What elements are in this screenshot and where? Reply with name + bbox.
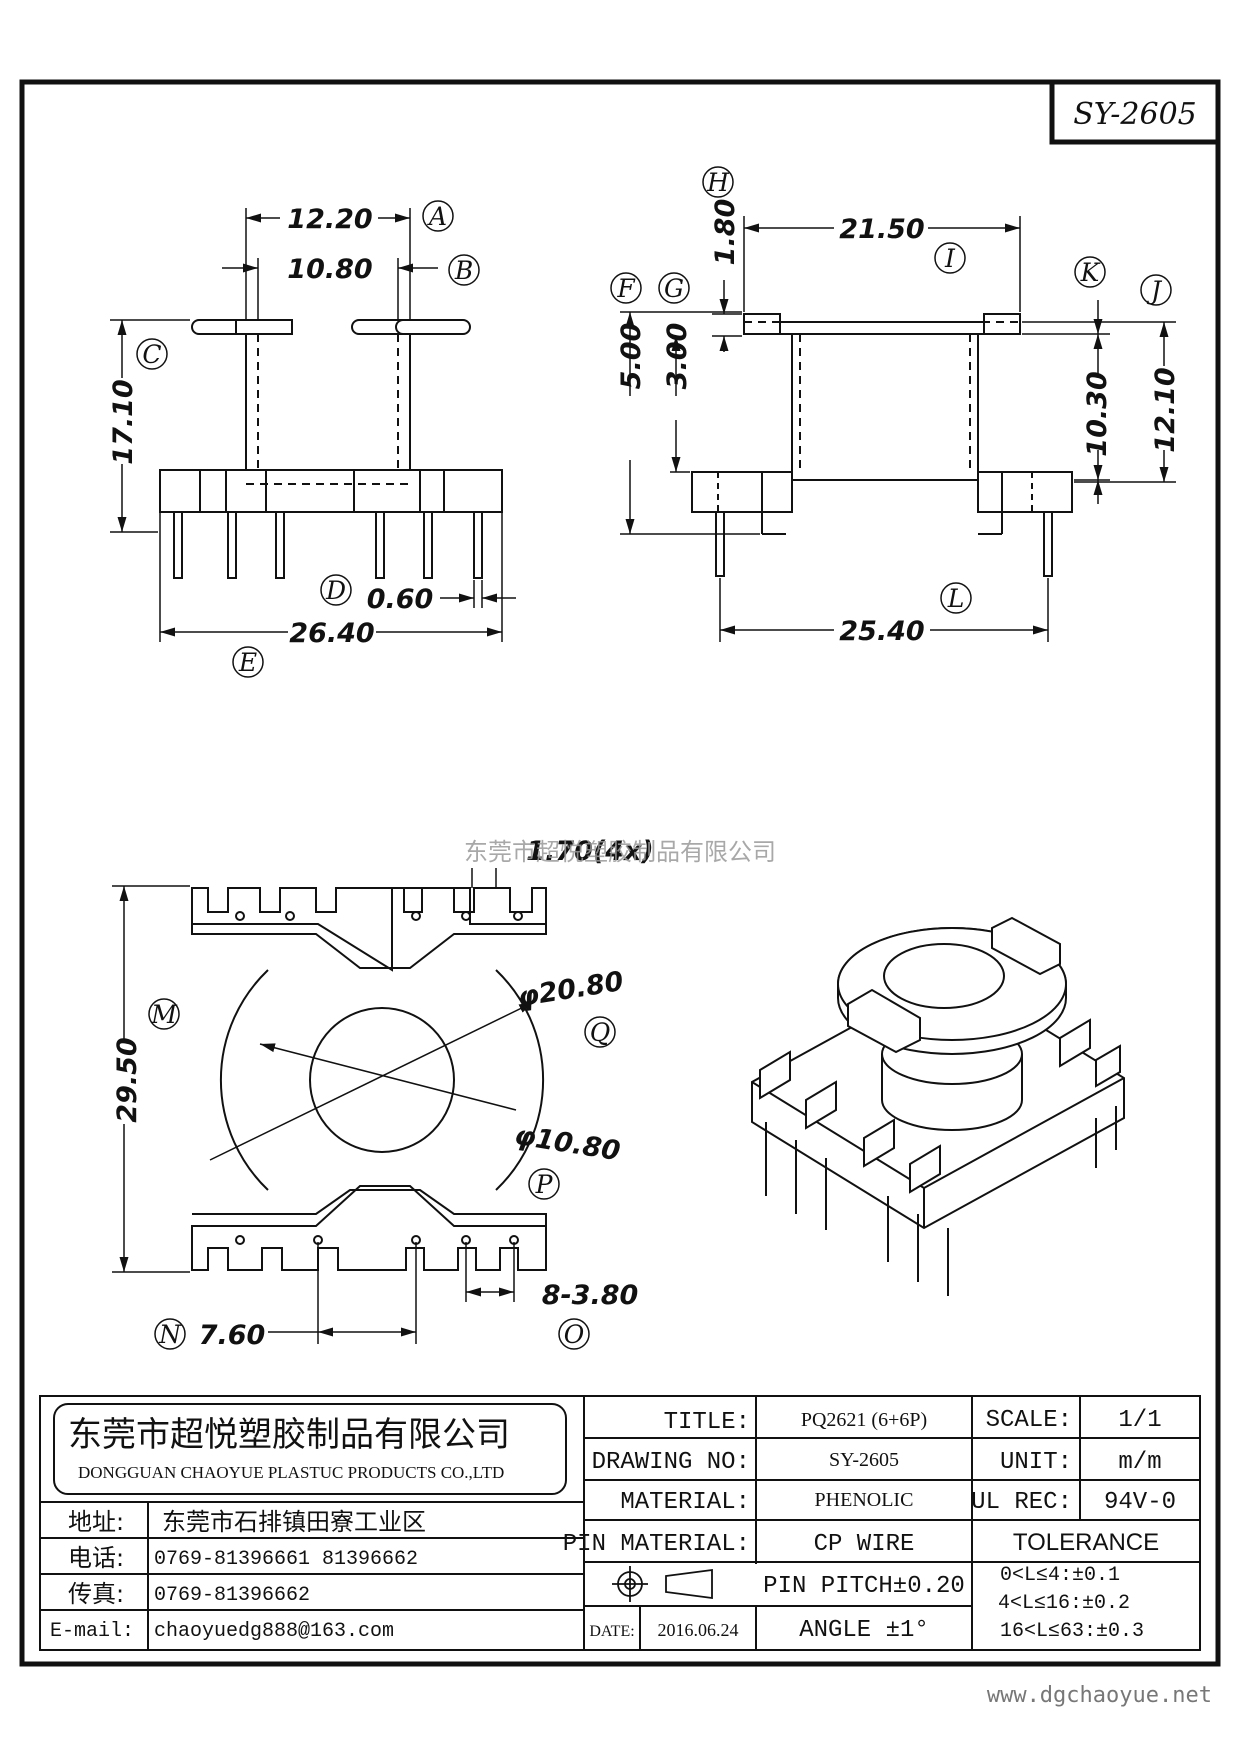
- front-view: [159, 319, 503, 579]
- front-view-labels: 12.20 10.80 17.10 0.60 26.40 A B C D E: [108, 200, 480, 678]
- pin-pitch: PIN PITCH±0.20: [763, 1573, 965, 1600]
- dim-i: 21.50: [839, 214, 924, 245]
- dim-f: 5.00: [616, 323, 647, 390]
- address-label: 地址:: [68, 1508, 124, 1536]
- dim-k: 10.30: [1082, 371, 1113, 456]
- fax-label: 传真:: [68, 1580, 124, 1608]
- date-label: DATE:: [589, 1623, 634, 1640]
- drawing-no-label: DRAWING NO:: [592, 1449, 750, 1476]
- drawing-no-value: SY-2605: [829, 1449, 899, 1471]
- drawing-id-box: SY-2605: [1049, 79, 1221, 145]
- label-l: L: [947, 584, 965, 613]
- dim-g: 3.00: [662, 323, 693, 390]
- company-info: 东莞市超悦塑胶制品有限公司 DONGGUAN CHAOYUE PLASTUC P…: [50, 1415, 510, 1643]
- pin-material-label: PIN MATERIAL:: [563, 1531, 750, 1558]
- side-view-dimensions: [620, 216, 1176, 642]
- tel-label: 电话:: [68, 1544, 124, 1572]
- dim-q: φ20.80: [516, 966, 626, 1013]
- label-c: C: [142, 340, 161, 369]
- company-name-cn: 东莞市超悦塑胶制品有限公司: [68, 1415, 510, 1455]
- label-p: P: [535, 1170, 554, 1199]
- top-view-labels: 1.70(4x) 29.50 φ20.80 φ10.80 8-3.80 7.60…: [112, 836, 654, 1351]
- dim-n: 7.60: [199, 1320, 266, 1351]
- dim-p: φ10.80: [512, 1120, 622, 1167]
- isometric-view: [751, 916, 1125, 1296]
- email-label: E-mail:: [50, 1620, 134, 1643]
- title-block-fields: TITLE: PQ2621 (6+6P) DRAWING NO: SY-2605…: [563, 1407, 1176, 1644]
- label-j: J: [1146, 276, 1163, 305]
- label-d: D: [325, 576, 346, 605]
- label-o: O: [564, 1320, 585, 1349]
- dim-a: 12.20: [287, 204, 372, 235]
- label-b: B: [454, 256, 473, 285]
- email-value: chaoyuedg888@163.com: [154, 1620, 394, 1643]
- top-view-dimensions: [112, 868, 535, 1344]
- dim-l: 25.40: [839, 616, 924, 647]
- label-e: E: [238, 648, 257, 677]
- website-link[interactable]: www.dgchaoyue.net: [987, 1683, 1212, 1708]
- scale-label: SCALE:: [986, 1407, 1072, 1434]
- unit-label: UNIT:: [1000, 1449, 1072, 1476]
- dim-o: 8-3.80: [542, 1280, 639, 1311]
- material-value: PHENOLIC: [815, 1489, 914, 1511]
- dim-h: 1.80: [710, 199, 741, 266]
- watermark-text: 东莞市超悦塑胶制品有限公司: [464, 838, 776, 866]
- angle-value: ANGLE ±1°: [799, 1617, 929, 1644]
- ul-value: 94V-0: [1104, 1489, 1176, 1516]
- dim-m: 29.50: [112, 1037, 143, 1122]
- label-f: F: [616, 274, 636, 303]
- top-view: [191, 887, 547, 1271]
- label-q: Q: [590, 1018, 611, 1047]
- side-view-labels: 21.50 1.80 5.00 3.00 10.30 12.10 25.40 H…: [610, 166, 1181, 647]
- tel-value: 0769-81396661 81396662: [154, 1548, 418, 1571]
- company-name-en: DONGGUAN CHAOYUE PLASTUC PRODUCTS CO.,LT…: [78, 1463, 504, 1482]
- unit-value: m/m: [1118, 1449, 1161, 1476]
- label-i: I: [944, 244, 956, 273]
- material-label: MATERIAL:: [620, 1489, 750, 1516]
- title-label: TITLE:: [664, 1409, 750, 1436]
- label-a: A: [427, 202, 447, 231]
- address-value: 东莞市石排镇田寮工业区: [162, 1508, 426, 1536]
- title-value: PQ2621 (6+6P): [801, 1409, 927, 1431]
- date-value: 2016.06.24: [658, 1620, 739, 1640]
- sheet-border: [19, 79, 1221, 1667]
- tolerance-1: 0<L≤4:±0.1: [1000, 1564, 1120, 1587]
- label-g: G: [664, 274, 684, 303]
- tolerance-3: 16<L≤63:±0.3: [1000, 1620, 1144, 1643]
- pin-material-value: CP WIRE: [814, 1531, 915, 1558]
- title-block: [39, 1395, 1201, 1651]
- ul-label: UL REC:: [971, 1489, 1072, 1516]
- label-n: N: [158, 1320, 182, 1349]
- label-h: H: [706, 168, 730, 197]
- label-m: M: [150, 1000, 178, 1029]
- scale-value: 1/1: [1118, 1407, 1161, 1434]
- label-k: K: [1080, 258, 1101, 287]
- dim-c: 17.10: [108, 379, 139, 464]
- dim-e: 26.40: [289, 618, 374, 649]
- side-view: [691, 313, 1073, 577]
- drawing-id: SY-2605: [1073, 97, 1197, 132]
- projection-symbol-icon: [612, 1566, 713, 1602]
- tolerance-2: 4<L≤16:±0.2: [998, 1592, 1130, 1615]
- tolerance-label: TOLERANCE: [1013, 1529, 1159, 1556]
- front-view-dimensions: [110, 208, 516, 642]
- dim-b: 10.80: [287, 254, 372, 285]
- fax-value: 0769-81396662: [154, 1584, 310, 1607]
- dim-j: 12.10: [1150, 367, 1181, 452]
- dim-d: 0.60: [367, 584, 434, 615]
- dim-top: 1.70(4x): [526, 836, 654, 867]
